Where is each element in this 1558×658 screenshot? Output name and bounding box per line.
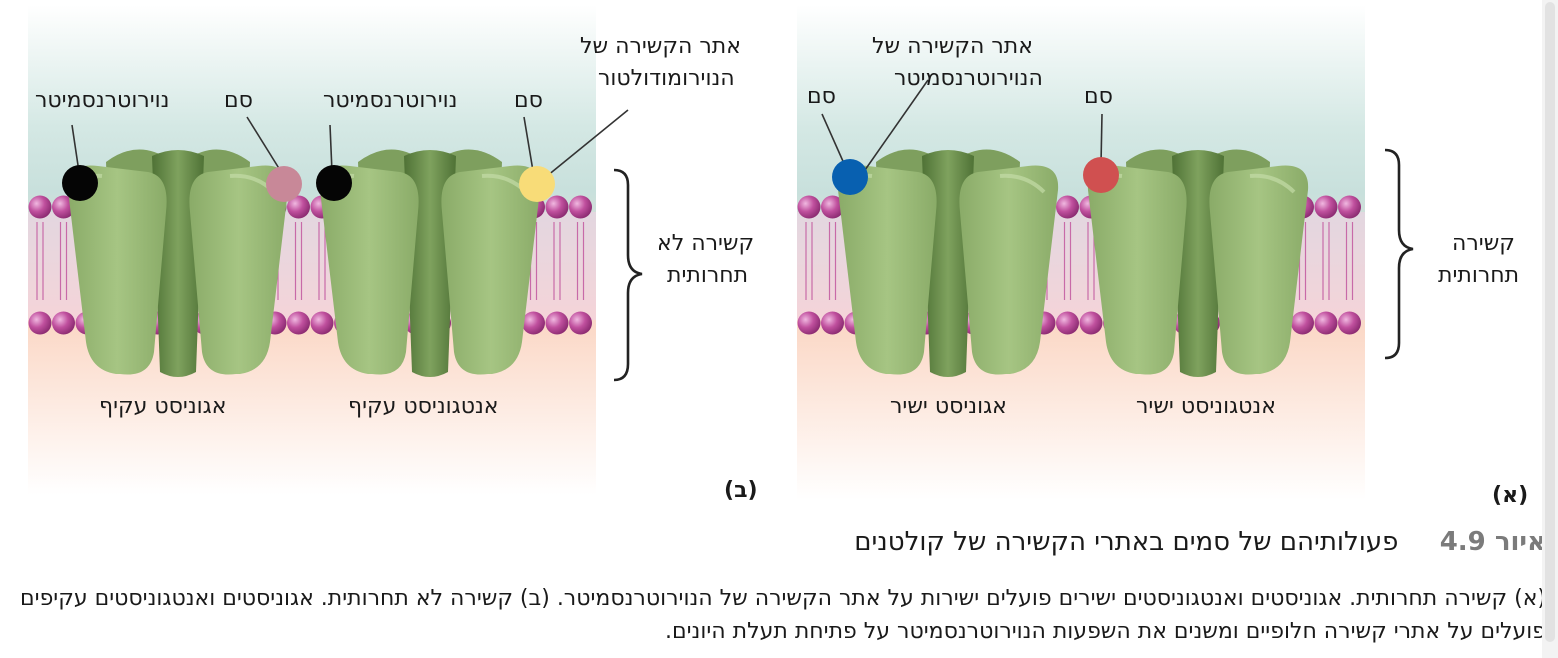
receptor-direct-agonist — [837, 149, 1059, 377]
panel-a-pointers — [821, 79, 1103, 171]
label-direct-antagonist: אנטגוניסט ישיר — [1136, 394, 1276, 419]
label-competitive-line1: קשירה — [1452, 231, 1515, 256]
neurotransmitter-ball-b1 — [62, 165, 98, 201]
panel-a-letter: (א) — [1492, 483, 1529, 508]
label-noncompetitive-line2: תחרותית — [667, 263, 749, 288]
label-drug-a2: סם — [1084, 84, 1113, 109]
drug-ball-a1 — [832, 159, 868, 195]
label-competitive-line2: תחרותית — [1438, 263, 1520, 288]
label-direct-agonist: אגוניסט ישיר — [890, 394, 1007, 419]
panel-b-pointers — [71, 109, 629, 177]
receptor-direct-antagonist — [1087, 149, 1309, 377]
label-neurotransmitter-b1: נוירוטרנסמיטר — [35, 88, 170, 113]
figure-title: פעולותיהם של סמים באתרי הקשירה של קולטני… — [854, 527, 1399, 557]
label-site-line1: אתר הקשירה של — [872, 34, 1033, 59]
figure-caption-title: איור 4.9 פעולותיהם של סמים באתרי הקשירה … — [854, 527, 1546, 557]
ligands — [62, 157, 1119, 202]
brace-a — [1384, 148, 1414, 360]
receptors — [67, 149, 1309, 377]
brace-b — [613, 168, 643, 382]
modulator-ball-b — [519, 166, 555, 202]
label-drug-b1: סם — [224, 88, 253, 113]
label-noncompetitive-line1: קשירה לא — [657, 231, 755, 256]
figure-number: איור 4.9 — [1439, 527, 1546, 557]
receptor-indirect-agonist — [67, 149, 289, 377]
label-modulator-site-line2: הנוירומודולטור — [598, 66, 735, 91]
label-site-line2: הנוירוטרנסמיטר — [894, 66, 1043, 91]
figure-caption-body: (א) קשירה תחרותית. אגוניסטים ואנטגוניסטי… — [20, 586, 1546, 644]
receptor-indirect-antagonist — [319, 149, 541, 377]
scrollbar[interactable] — [1542, 0, 1558, 658]
label-indirect-agonist: אגוניסט עקיף — [99, 394, 227, 419]
scrollbar-thumb[interactable] — [1545, 2, 1555, 642]
panel-b-letter: (ב) — [724, 478, 758, 503]
label-drug-b2: סם — [514, 88, 543, 113]
label-drug-a1: סם — [807, 84, 836, 109]
drug-ball-b1 — [266, 166, 302, 202]
neurotransmitter-ball-b2 — [316, 165, 352, 201]
label-indirect-antagonist: אנטגוניסט עקיף — [348, 394, 499, 419]
label-neurotransmitter-b2: נוירוטרנסמיטר — [323, 88, 458, 113]
label-modulator-site-line1: אתר הקשירה של — [580, 34, 741, 59]
figure-svg — [28, 5, 1414, 500]
drug-ball-a2 — [1083, 157, 1119, 193]
